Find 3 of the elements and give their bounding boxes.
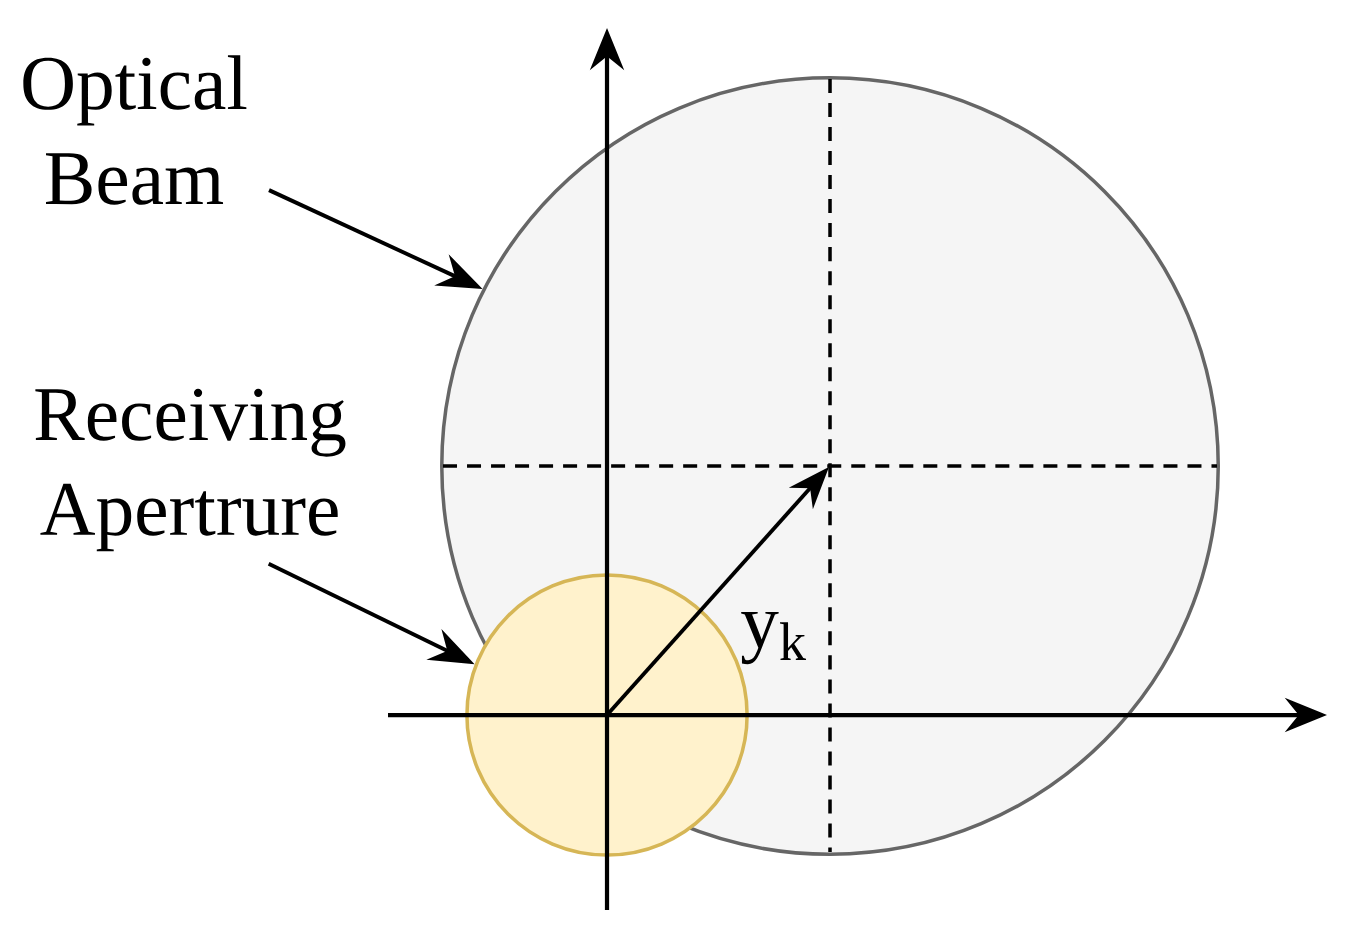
vector-label: y$_{k}$ [741, 611, 806, 665]
callout-label: Receiving Apertrure [35, 388, 346, 552]
callout-label: Optical Beam [23, 55, 247, 205]
